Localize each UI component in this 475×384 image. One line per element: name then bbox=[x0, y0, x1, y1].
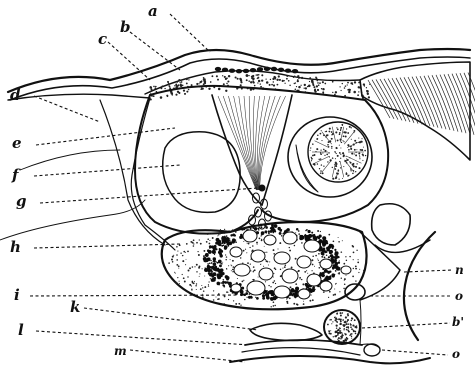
small-vessel-o bbox=[345, 284, 365, 300]
label-f: f bbox=[11, 166, 21, 184]
label-m: m bbox=[114, 344, 127, 358]
small-vessel-lower-o bbox=[364, 344, 380, 356]
right-muscle-block bbox=[360, 62, 475, 160]
label-l: l bbox=[18, 321, 24, 339]
dark-spot bbox=[259, 185, 266, 192]
label-e: e bbox=[12, 134, 22, 152]
label-b: b bbox=[120, 18, 131, 36]
leader-lines bbox=[30, 14, 452, 362]
label-o-lower: o bbox=[452, 347, 460, 361]
label-d: d bbox=[10, 86, 21, 104]
label-c: c bbox=[98, 30, 107, 48]
label-h: h bbox=[10, 238, 21, 256]
label-g: g bbox=[16, 192, 27, 210]
label-b-prime: b' bbox=[452, 315, 464, 329]
skin-layers bbox=[8, 49, 470, 101]
label-n: n bbox=[455, 263, 464, 277]
label-a: a bbox=[148, 2, 158, 20]
nuclei-row bbox=[215, 67, 298, 74]
right-lower-structures bbox=[324, 204, 435, 356]
label-k: k bbox=[70, 298, 80, 316]
round-body-texture bbox=[327, 312, 357, 342]
label-i: i bbox=[14, 286, 20, 304]
nodule-texture bbox=[310, 124, 367, 180]
label-o-upper: o bbox=[455, 289, 463, 303]
